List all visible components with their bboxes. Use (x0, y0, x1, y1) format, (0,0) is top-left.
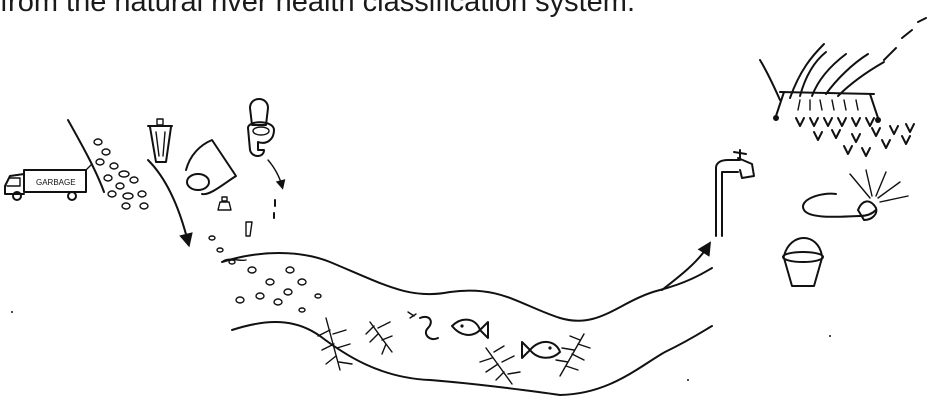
fish-icon-2 (522, 342, 560, 358)
aquatic-plant-icon-3 (556, 334, 590, 376)
ground-specks (11, 311, 831, 381)
bucket-icon (783, 238, 823, 286)
pollutant-dashes (274, 200, 275, 218)
trash-bin-icon (148, 119, 172, 162)
garbage-truck-icon: GARBAGE (5, 164, 92, 200)
aquatic-plant-icon (318, 318, 352, 370)
garden-hose-icon (803, 170, 908, 220)
pipe-outflow-icon (186, 140, 236, 194)
aquatic-plant-icon-2 (480, 346, 520, 384)
garbage-pile-icon (94, 139, 148, 209)
irrigation-sprinkler-icon (760, 18, 926, 156)
insect-larva-icon (366, 322, 392, 354)
floating-waste (209, 236, 321, 312)
fish-icon (452, 320, 488, 338)
truck-label: GARBAGE (36, 178, 76, 187)
worm-icon (408, 312, 438, 339)
river-icon (222, 253, 712, 395)
water-tap-icon (716, 150, 754, 236)
toilet-icon (248, 99, 274, 156)
bottle-icon (218, 197, 252, 236)
